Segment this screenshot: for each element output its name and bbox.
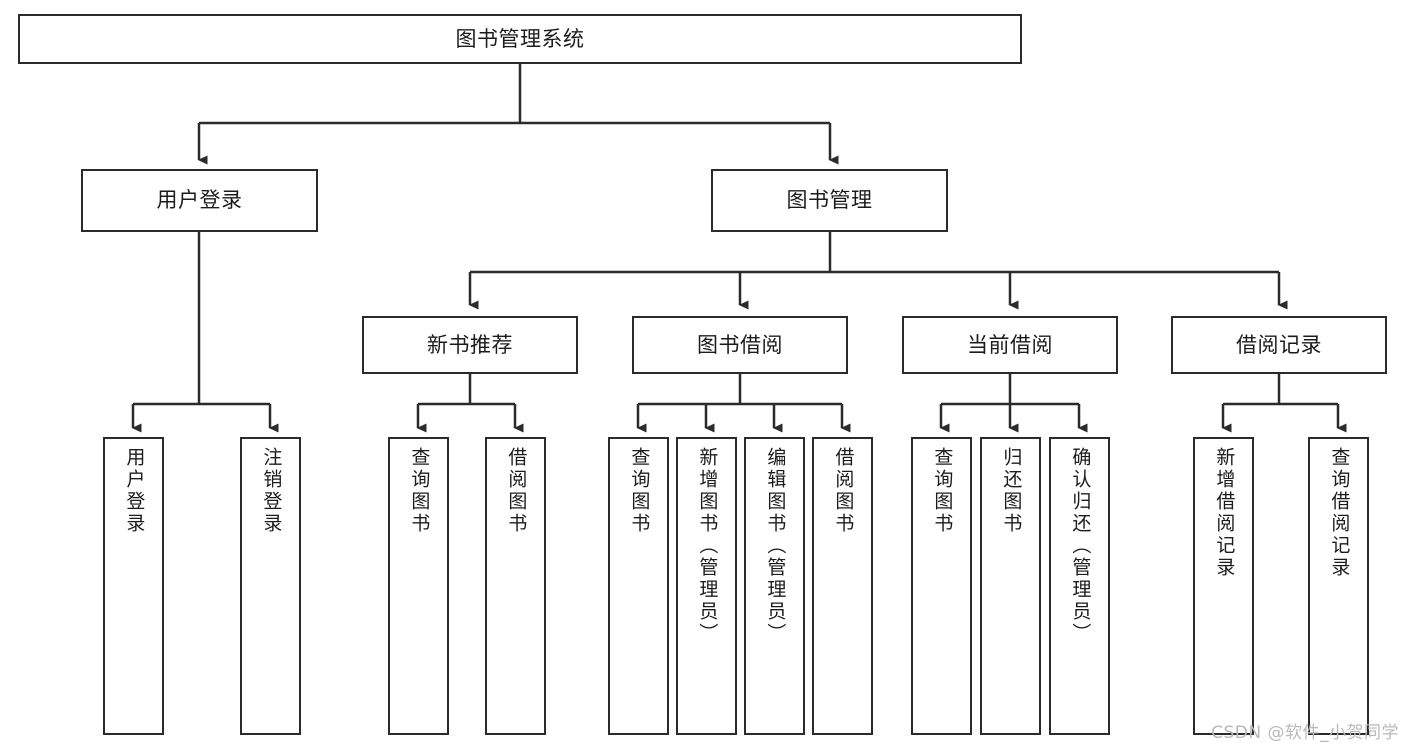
node-user-login-label: 用户登录 xyxy=(156,188,243,213)
node-root-label: 图书管理系统 xyxy=(455,26,585,51)
node-new-book-rec[interactable]: 新书推荐 xyxy=(362,316,578,374)
node-leaf-edit-book-label: 编辑图书（管理员） xyxy=(764,447,787,645)
watermark: CSDN @软件_小贺同学 xyxy=(1211,723,1399,743)
node-leaf-query-book-3-label: 查询图书 xyxy=(931,447,954,535)
node-book-manage[interactable]: 图书管理 xyxy=(711,169,948,232)
node-leaf-confirm-return-label: 确认归还（管理员） xyxy=(1069,447,1092,645)
node-book-borrow[interactable]: 图书借阅 xyxy=(632,316,848,374)
node-leaf-logout[interactable]: 注销登录 xyxy=(240,437,301,735)
node-book-borrow-label: 图书借阅 xyxy=(697,332,783,357)
node-leaf-query-record-label: 查询借阅记录 xyxy=(1328,447,1351,579)
node-leaf-user-login-label: 用户登录 xyxy=(123,447,146,535)
node-leaf-query-book-2-label: 查询图书 xyxy=(628,447,651,535)
node-leaf-user-login[interactable]: 用户登录 xyxy=(103,437,164,735)
node-root[interactable]: 图书管理系统 xyxy=(18,14,1022,64)
node-user-login[interactable]: 用户登录 xyxy=(81,169,318,232)
node-leaf-add-record-label: 新增借阅记录 xyxy=(1213,447,1236,579)
node-current-borrow-label: 当前借阅 xyxy=(967,332,1053,357)
node-borrow-record[interactable]: 借阅记录 xyxy=(1171,316,1387,374)
node-leaf-borrow-book-1[interactable]: 借阅图书 xyxy=(485,437,546,735)
node-leaf-query-record[interactable]: 查询借阅记录 xyxy=(1308,437,1369,735)
node-book-manage-label: 图书管理 xyxy=(786,188,873,213)
node-leaf-query-book-2[interactable]: 查询图书 xyxy=(608,437,669,735)
node-leaf-query-book-1[interactable]: 查询图书 xyxy=(388,437,449,735)
node-leaf-borrow-book-2-label: 借阅图书 xyxy=(832,447,855,535)
node-leaf-borrow-book-2[interactable]: 借阅图书 xyxy=(812,437,873,735)
node-leaf-edit-book[interactable]: 编辑图书（管理员） xyxy=(744,437,805,735)
node-leaf-add-book-label: 新增图书（管理员） xyxy=(696,447,719,645)
node-leaf-query-book-1-label: 查询图书 xyxy=(408,447,431,535)
node-current-borrow[interactable]: 当前借阅 xyxy=(902,316,1118,374)
node-leaf-return-book-label: 归还图书 xyxy=(1000,447,1023,535)
node-leaf-confirm-return[interactable]: 确认归还（管理员） xyxy=(1049,437,1110,735)
node-leaf-borrow-book-1-label: 借阅图书 xyxy=(505,447,528,535)
node-leaf-logout-label: 注销登录 xyxy=(260,447,283,535)
node-new-book-rec-label: 新书推荐 xyxy=(427,332,513,357)
node-borrow-record-label: 借阅记录 xyxy=(1236,332,1322,357)
node-leaf-add-book[interactable]: 新增图书（管理员） xyxy=(676,437,737,735)
node-leaf-return-book[interactable]: 归还图书 xyxy=(980,437,1041,735)
node-leaf-query-book-3[interactable]: 查询图书 xyxy=(911,437,972,735)
node-leaf-add-record[interactable]: 新增借阅记录 xyxy=(1193,437,1254,735)
